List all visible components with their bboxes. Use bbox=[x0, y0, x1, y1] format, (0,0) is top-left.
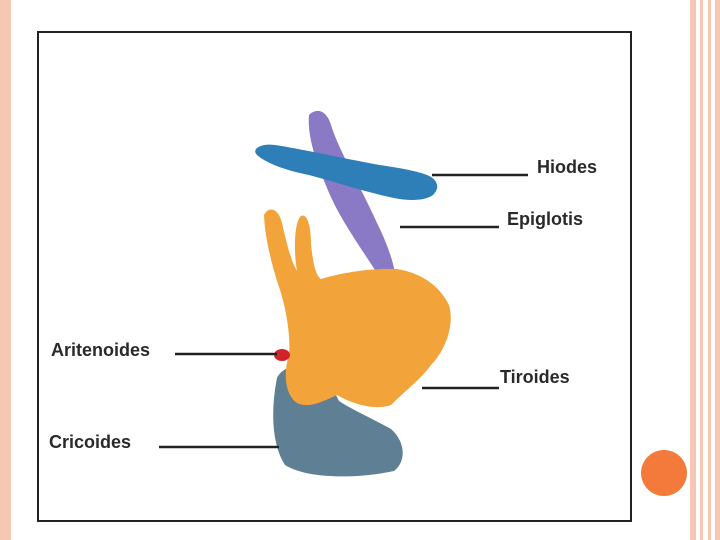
right-decorative-stripe bbox=[715, 0, 720, 540]
orange-circle-decoration bbox=[641, 450, 687, 496]
label-hiodes: Hiodes bbox=[537, 158, 597, 176]
label-cricoides: Cricoides bbox=[49, 433, 131, 451]
right-decorative-stripe bbox=[708, 0, 711, 540]
right-decorative-stripe bbox=[700, 0, 703, 540]
left-decorative-stripe bbox=[0, 0, 11, 540]
label-epiglotis: Epiglotis bbox=[507, 210, 583, 228]
label-tiroides: Tiroides bbox=[500, 368, 570, 386]
label-aritenoides: Aritenoides bbox=[51, 341, 150, 359]
right-decorative-stripe bbox=[690, 0, 696, 540]
